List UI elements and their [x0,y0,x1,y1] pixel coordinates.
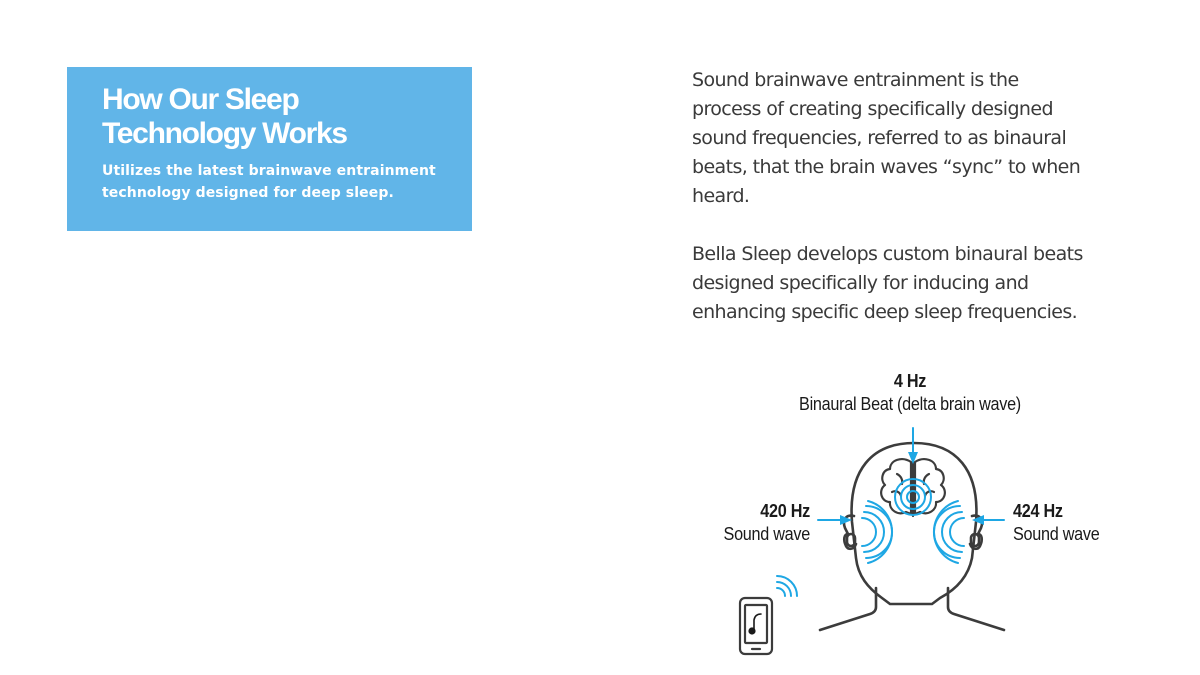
description-paragraph-1: Sound brainwave entrainment is the proce… [692,66,1162,211]
text-line: beats, that the brain waves “sync” to wh… [692,156,1081,178]
hero-banner: How Our Sleep Technology Works Utilizes … [67,67,472,231]
left-frequency: 420 Hz [760,501,810,521]
neck-left-icon [818,586,878,632]
hero-title-line: Technology Works [102,117,348,150]
text-line: process of creating specifically designe… [692,98,1054,120]
brainwave-rings-icon [894,478,932,516]
text-line: heard. [692,185,750,207]
hero-subtitle-line: technology designed for deep sleep. [102,185,394,201]
left-sound-label: 420 Hz Sound wave [711,500,811,546]
music-note-icon [748,613,762,635]
description-paragraph-2: Bella Sleep develops custom binaural bea… [692,240,1162,327]
text-line: Bella Sleep develops custom binaural bea… [692,243,1083,265]
brain-icon [880,458,946,518]
sound-wave-right-icon [932,500,965,564]
right-sound-label: 424 Hz Sound wave [1013,500,1130,546]
right-caption: Sound wave [1013,524,1100,544]
hero-title: How Our Sleep Technology Works [102,83,452,151]
sound-wave-left-icon [861,500,894,564]
text-line: Sound brainwave entrainment is the [692,69,1019,91]
smartphone-icon [738,596,774,656]
hero-subtitle: Utilizes the latest brainwave entrainmen… [102,160,452,204]
text-line: enhancing specific deep sleep frequencie… [692,301,1078,323]
text-line: designed specifically for inducing and [692,272,1029,294]
neck-right-icon [946,586,1006,632]
right-frequency: 424 Hz [1013,501,1063,521]
binaural-beat-frequency: 4 Hz [893,371,927,391]
text-line: sound frequencies, referred to as binaur… [692,127,1067,149]
left-caption: Sound wave [723,524,811,544]
binaural-beat-label: 4 Hz Binaural Beat (delta brain wave) [775,370,1045,416]
binaural-beat-caption: Binaural Beat (delta brain wave) [799,394,1021,414]
hero-title-line: How Our Sleep [102,83,300,116]
wireless-signal-icon [776,575,798,597]
hero-subtitle-line: Utilizes the latest brainwave entrainmen… [102,163,436,179]
